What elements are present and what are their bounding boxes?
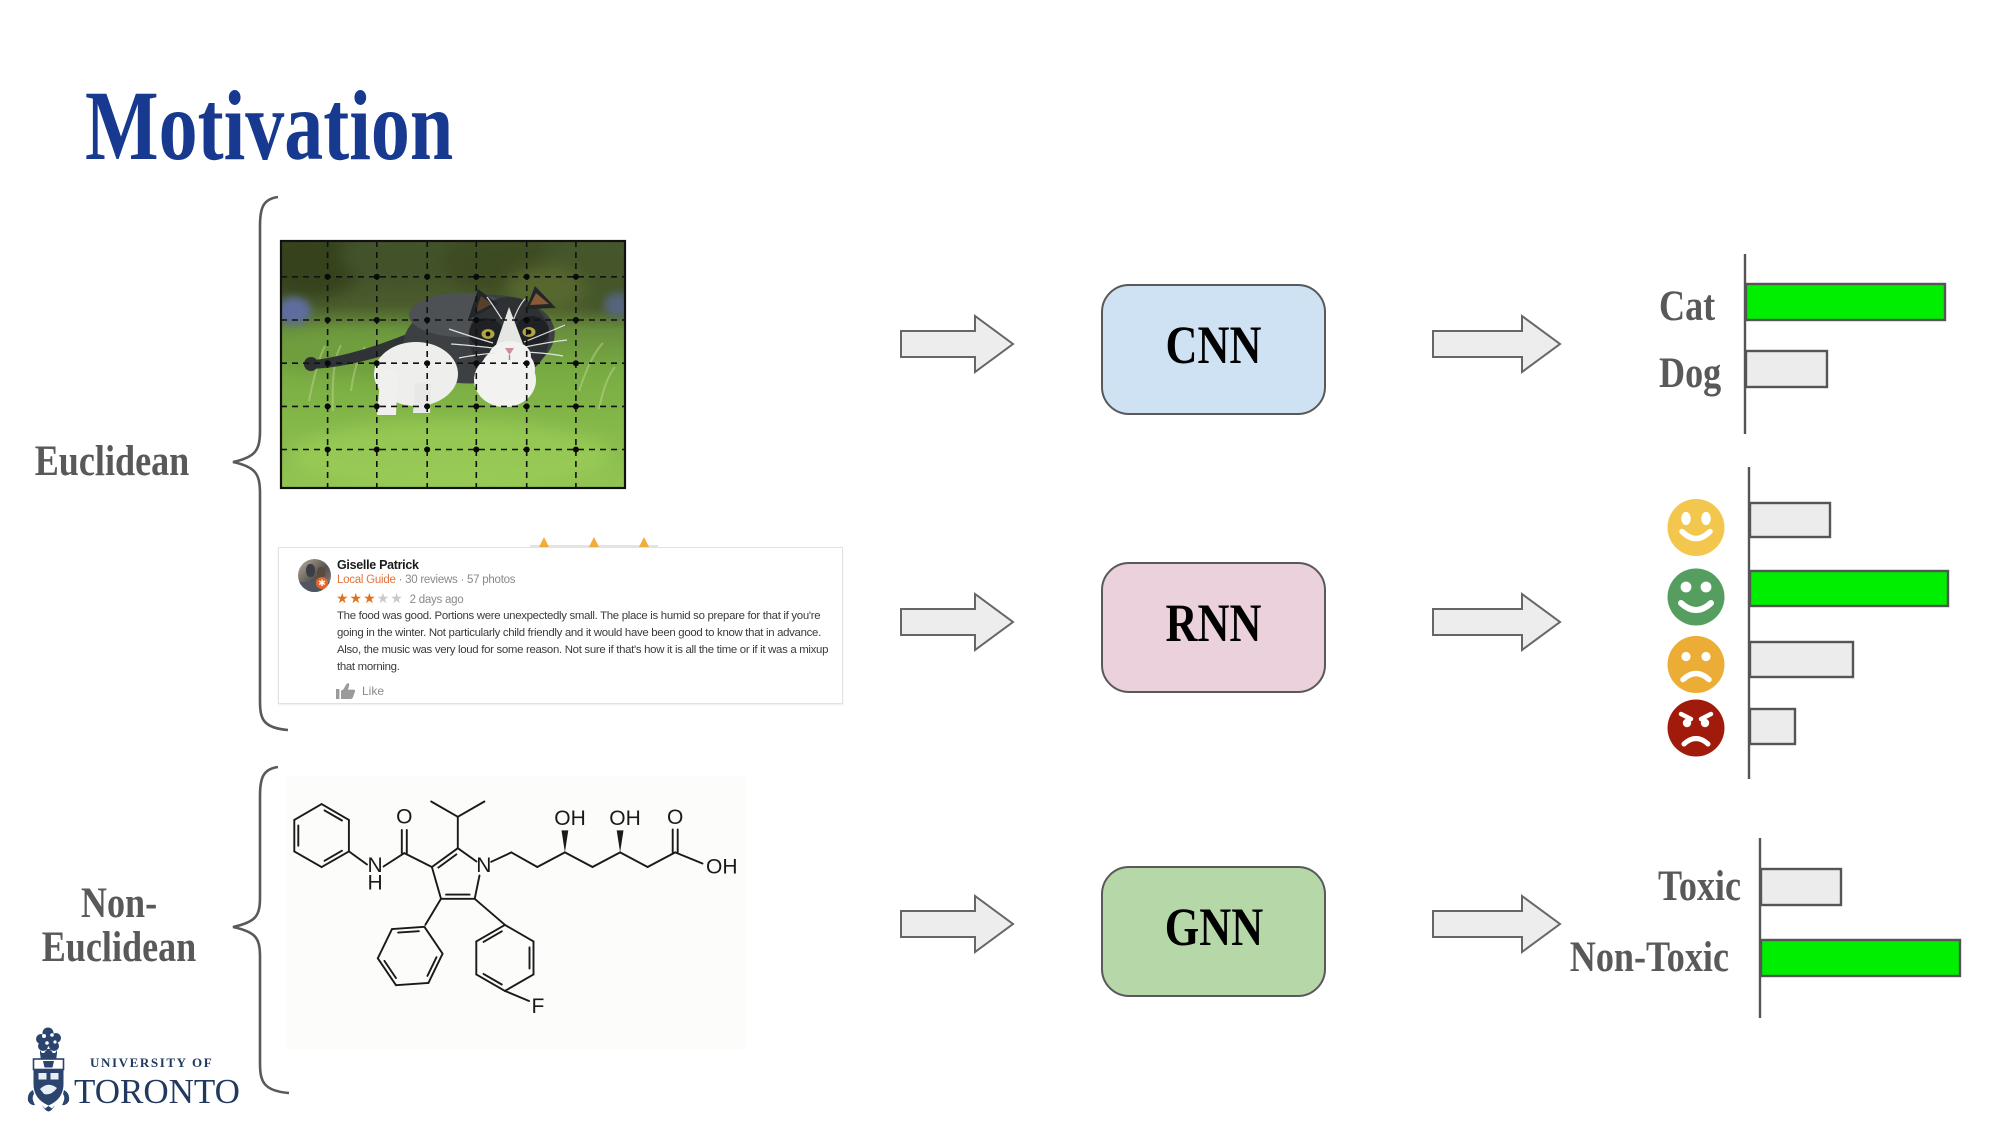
svg-text:OH: OH [554, 807, 586, 830]
svg-text:N: N [476, 854, 491, 877]
svg-text:OH: OH [706, 856, 738, 879]
svg-text:O: O [396, 806, 412, 829]
svg-text:O: O [667, 806, 683, 829]
svg-text:F: F [532, 995, 545, 1018]
svg-text:H: H [368, 872, 383, 895]
svg-text:OH: OH [609, 807, 641, 830]
svg-text:N: N [368, 854, 383, 877]
